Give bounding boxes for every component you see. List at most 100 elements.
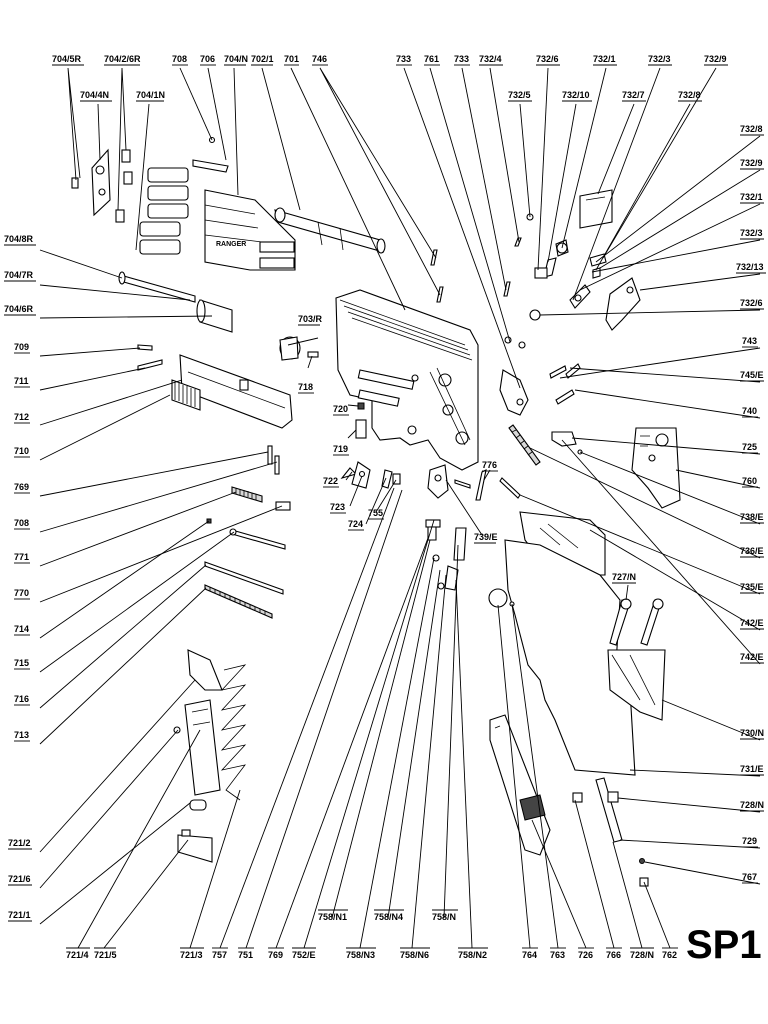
label-712: 712	[14, 412, 29, 422]
label-725: 725	[742, 442, 757, 452]
label-758-n1: 758/N1	[318, 912, 347, 922]
pistol-grip	[489, 714, 551, 856]
label-704-6r: 704/6R	[4, 304, 34, 314]
label-758-n: 758/N	[432, 912, 456, 922]
receiver-body	[335, 289, 479, 471]
label-735-e: 735/E	[740, 582, 764, 592]
label-732-6-r: 732/6	[740, 298, 763, 308]
barrel	[274, 207, 386, 254]
label-732-3-r: 732/3	[740, 228, 763, 238]
label-758-n6: 758/N6	[400, 950, 429, 960]
label-743: 743	[742, 336, 757, 346]
label-721-4: 721/4	[66, 950, 89, 960]
label-732-7: 732/7	[622, 90, 645, 100]
label-704-4n: 704/4N	[80, 90, 109, 100]
label-722: 722	[323, 476, 338, 486]
label-758-n2: 758/N2	[458, 950, 487, 960]
bolt-carrier	[171, 354, 293, 429]
label-742-e-2: 742/E	[740, 652, 764, 662]
label-762: 762	[662, 950, 677, 960]
label-776: 776	[482, 460, 497, 470]
label-769-l: 769	[14, 482, 29, 492]
label-708-l: 708	[14, 518, 29, 528]
label-732-8-r: 732/8	[678, 90, 701, 100]
label-719: 719	[333, 444, 348, 454]
label-771: 771	[14, 552, 29, 562]
trigger-housing	[631, 427, 681, 509]
stock	[504, 511, 666, 776]
label-728-n-b: 728/N	[630, 950, 654, 960]
label-758-n3: 758/N3	[346, 950, 375, 960]
label-732-4: 732/4	[479, 54, 502, 64]
label-738-e: 738/E	[740, 512, 764, 522]
label-726: 726	[578, 950, 593, 960]
label-724: 724	[348, 519, 363, 529]
label-710: 710	[14, 446, 29, 456]
label-711: 711	[14, 376, 29, 386]
label-704-n: 704/N	[224, 54, 248, 64]
label-721-1: 721/1	[8, 910, 31, 920]
label-706: 706	[200, 54, 215, 64]
label-732-9-top: 732/9	[704, 54, 727, 64]
label-704-2-6r: 704/2/6R	[104, 54, 141, 64]
label-760: 760	[742, 476, 757, 486]
label-703-r: 703/R	[298, 314, 323, 324]
label-732-1-top: 732/1	[593, 54, 616, 64]
label-709: 709	[14, 342, 29, 352]
label-732-3-top: 732/3	[648, 54, 671, 64]
label-728-n-r: 728/N	[740, 800, 764, 810]
label-761: 761	[424, 54, 439, 64]
label-721-2: 721/2	[8, 838, 31, 848]
label-723: 723	[330, 502, 345, 512]
label-770: 770	[14, 588, 29, 598]
label-704-1n: 704/1N	[136, 90, 165, 100]
label-716: 716	[14, 694, 29, 704]
label-739-e: 739/E	[474, 532, 498, 542]
label-732-13: 732/13	[736, 262, 764, 272]
label-731-e: 731/E	[740, 764, 764, 774]
label-736-e: 736/E	[740, 546, 764, 556]
label-740: 740	[742, 406, 757, 416]
label-745-e: 745/E	[740, 370, 764, 380]
label-702-1: 702/1	[251, 54, 274, 64]
handguard	[204, 189, 296, 271]
label-732-10: 732/10	[562, 90, 590, 100]
label-718: 718	[298, 382, 313, 392]
brand-mark: RANGER	[216, 241, 246, 248]
label-704-8r: 704/8R	[4, 234, 34, 244]
label-769-b: 769	[268, 950, 283, 960]
label-721-6: 721/6	[8, 874, 31, 884]
magazine	[173, 649, 247, 863]
label-721-3: 721/3	[180, 950, 203, 960]
leader-lines	[39, 67, 761, 949]
label-715: 715	[14, 658, 29, 668]
sheet-identifier: SP1	[686, 923, 762, 967]
label-746: 746	[312, 54, 327, 64]
label-701: 701	[284, 54, 299, 64]
label-732-1-r: 732/1	[740, 192, 763, 202]
label-742-e: 742/E	[740, 618, 764, 628]
label-713: 713	[14, 730, 29, 740]
label-755: 755	[368, 508, 383, 518]
label-767: 767	[742, 872, 757, 882]
label-732-8-top: 732/8	[740, 124, 763, 134]
label-733-b: 733	[454, 54, 469, 64]
label-729: 729	[742, 836, 757, 846]
label-758-n4: 758/N4	[374, 912, 403, 922]
label-714: 714	[14, 624, 29, 634]
label-727-n: 727/N	[612, 572, 636, 582]
side-plate	[91, 148, 111, 217]
part-labels: 704/5R 704/4N 704/2/6R 704/1N 708 706 70…	[4, 54, 766, 960]
label-764: 764	[522, 950, 537, 960]
label-763: 763	[550, 950, 565, 960]
label-757: 757	[212, 950, 227, 960]
label-704-7r: 704/7R	[4, 270, 34, 280]
label-732-5: 732/5	[508, 90, 531, 100]
label-751: 751	[238, 950, 253, 960]
label-732-9-r: 732/9	[740, 158, 763, 168]
label-708-top: 708	[172, 54, 187, 64]
label-704-5r: 704/5R	[52, 54, 82, 64]
pads-stack	[139, 167, 189, 255]
label-752-e: 752/E	[292, 950, 316, 960]
